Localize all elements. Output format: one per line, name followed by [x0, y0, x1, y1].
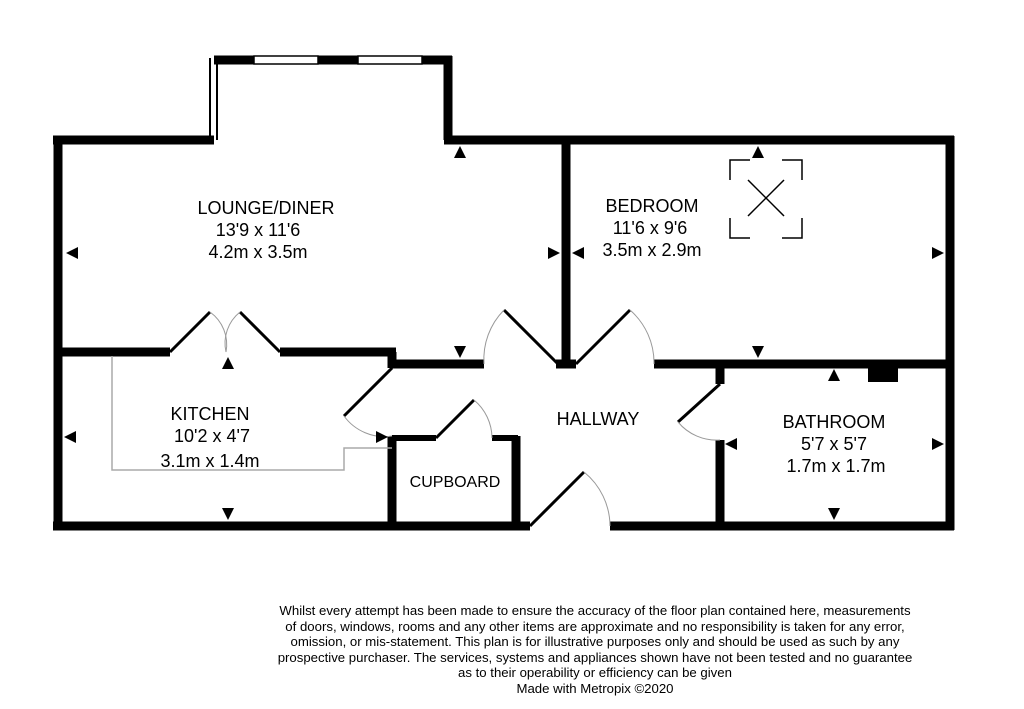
disclaimer-line: as to their operability or efficiency ca…	[458, 665, 732, 681]
lounge-metric: 4.2m x 3.5m	[208, 242, 307, 262]
disclaimer-line: of doors, windows, rooms and any other i…	[285, 618, 905, 634]
kitchen-counter	[111, 356, 392, 471]
disclaimer-line: omission, or mis-statement. This plan is…	[290, 634, 900, 650]
bathroom-metric: 1.7m x 1.7m	[786, 456, 885, 476]
outer-walls	[53, 55, 955, 531]
doors	[168, 308, 722, 528]
cupboard-name: CUPBOARD	[410, 474, 501, 491]
floor-plan: LOUNGE/DINER 13'9 x 11'6 4.2m x 3.5m BED…	[53, 55, 955, 531]
lounge-imperial: 13'9 x 11'6	[216, 220, 301, 240]
room-label-bathroom: BATHROOM 5'7 x 5'7 1.7m x 1.7m	[783, 412, 886, 476]
window-2	[357, 55, 423, 65]
skylight	[729, 159, 803, 239]
bathroom-name: BATHROOM	[783, 412, 886, 432]
interior-walls	[58, 136, 954, 530]
room-label-cupboard: CUPBOARD	[410, 474, 501, 491]
kitchen-imperial: 10'2 x 4'7	[174, 426, 250, 446]
kitchen-metric: 3.1m x 1.4m	[160, 451, 259, 471]
bathroom-imperial: 5'7 x 5'7	[801, 434, 867, 454]
lounge-name: LOUNGE/DINER	[197, 198, 334, 218]
credit-line: Made with Metropix ©2020	[516, 680, 674, 696]
window-1	[253, 55, 319, 65]
room-label-hallway: HALLWAY	[557, 409, 640, 429]
disclaimer-line: Whilst every attempt has been made to en…	[279, 603, 911, 618]
bedroom-name: BEDROOM	[605, 196, 698, 216]
bedroom-metric: 3.5m x 2.9m	[602, 240, 701, 260]
disclaimer-line: prospective purchaser. The services, sys…	[277, 649, 913, 665]
room-label-lounge: LOUNGE/DINER 13'9 x 11'6 4.2m x 3.5m	[197, 198, 334, 262]
room-label-kitchen: KITCHEN 10'2 x 4'7 3.1m x 1.4m	[160, 404, 259, 471]
room-label-bedroom: BEDROOM 11'6 x 9'6 3.5m x 2.9m	[602, 196, 701, 260]
kitchen-name: KITCHEN	[170, 404, 249, 424]
bathroom-fixture	[868, 368, 898, 382]
dimension-arrows	[64, 146, 944, 520]
hallway-name: HALLWAY	[557, 409, 640, 429]
disclaimer: Whilst every attempt has been made to en…	[215, 603, 975, 697]
bedroom-imperial: 11'6 x 9'6	[613, 218, 688, 238]
